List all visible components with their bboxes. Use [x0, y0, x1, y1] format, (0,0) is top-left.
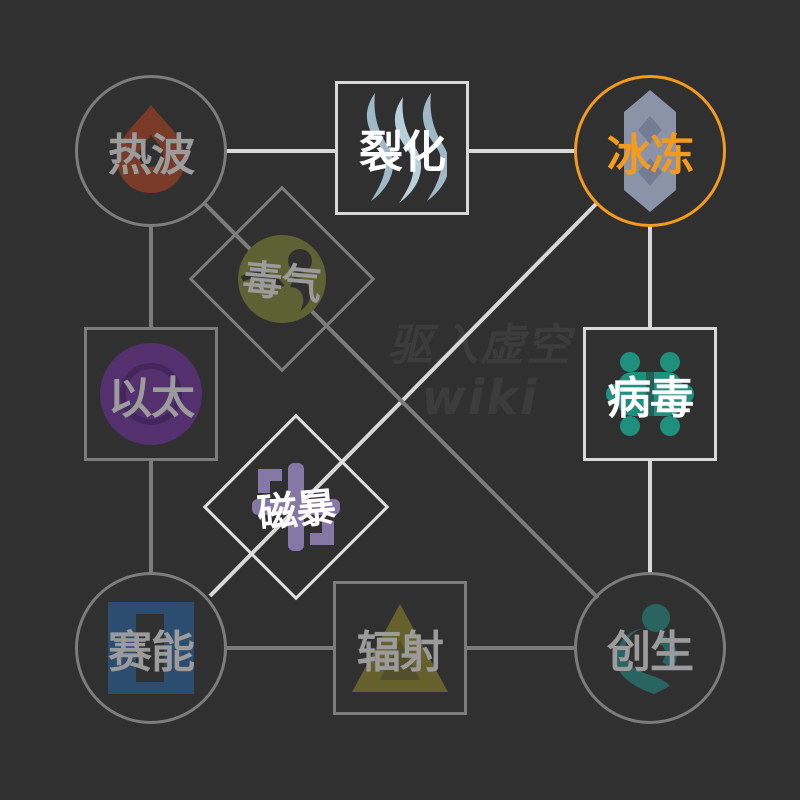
fission-label: 裂化 — [359, 127, 446, 178]
magnet-cross-icon — [252, 463, 340, 551]
magnetic-label: 磁暴 — [255, 484, 338, 538]
freeze-label: 冰冻 — [607, 130, 694, 181]
virus-label: 病毒 — [607, 373, 694, 424]
genesis-label: 创生 — [607, 627, 694, 678]
psionic-bars-icon — [108, 602, 194, 694]
wisp-flames-icon — [366, 93, 447, 203]
radiation-triangle-icon — [352, 604, 448, 692]
watermark-line-2: wiki — [421, 370, 539, 426]
ether-orb-icon — [100, 343, 202, 445]
wiki-watermark: 驱入虚空 wiki — [360, 320, 600, 424]
ice-crystal-icon — [624, 90, 676, 212]
watermark-line-1: 驱入虚空 — [388, 320, 572, 371]
heat-wave-node[interactable]: 热波 — [75, 75, 227, 227]
genesis-node[interactable]: 创生 — [574, 572, 726, 724]
link-freeze-magnetic — [208, 201, 599, 598]
heat-wave-label: 热波 — [108, 130, 195, 181]
virus-node[interactable]: 病毒 — [583, 327, 717, 461]
miasma-label: 毒气 — [240, 256, 323, 310]
spiral-icon — [615, 604, 677, 694]
freeze-node[interactable]: 冰冻 — [574, 75, 726, 227]
magnetic-node[interactable]: 磁暴 — [202, 413, 390, 601]
radiation-label: 辐射 — [357, 627, 444, 678]
fission-node[interactable]: 裂化 — [335, 81, 469, 215]
ether-label: 以太 — [108, 373, 195, 424]
virus-icon — [606, 352, 694, 436]
flame-icon — [117, 105, 185, 193]
gas-cloud-icon — [238, 235, 326, 323]
psionic-label: 赛能 — [108, 627, 195, 678]
psionic-node[interactable]: 赛能 — [75, 572, 227, 724]
ether-node[interactable]: 以太 — [84, 327, 218, 461]
miasma-node[interactable]: 毒气 — [188, 185, 376, 373]
radiation-node[interactable]: 辐射 — [333, 581, 467, 715]
